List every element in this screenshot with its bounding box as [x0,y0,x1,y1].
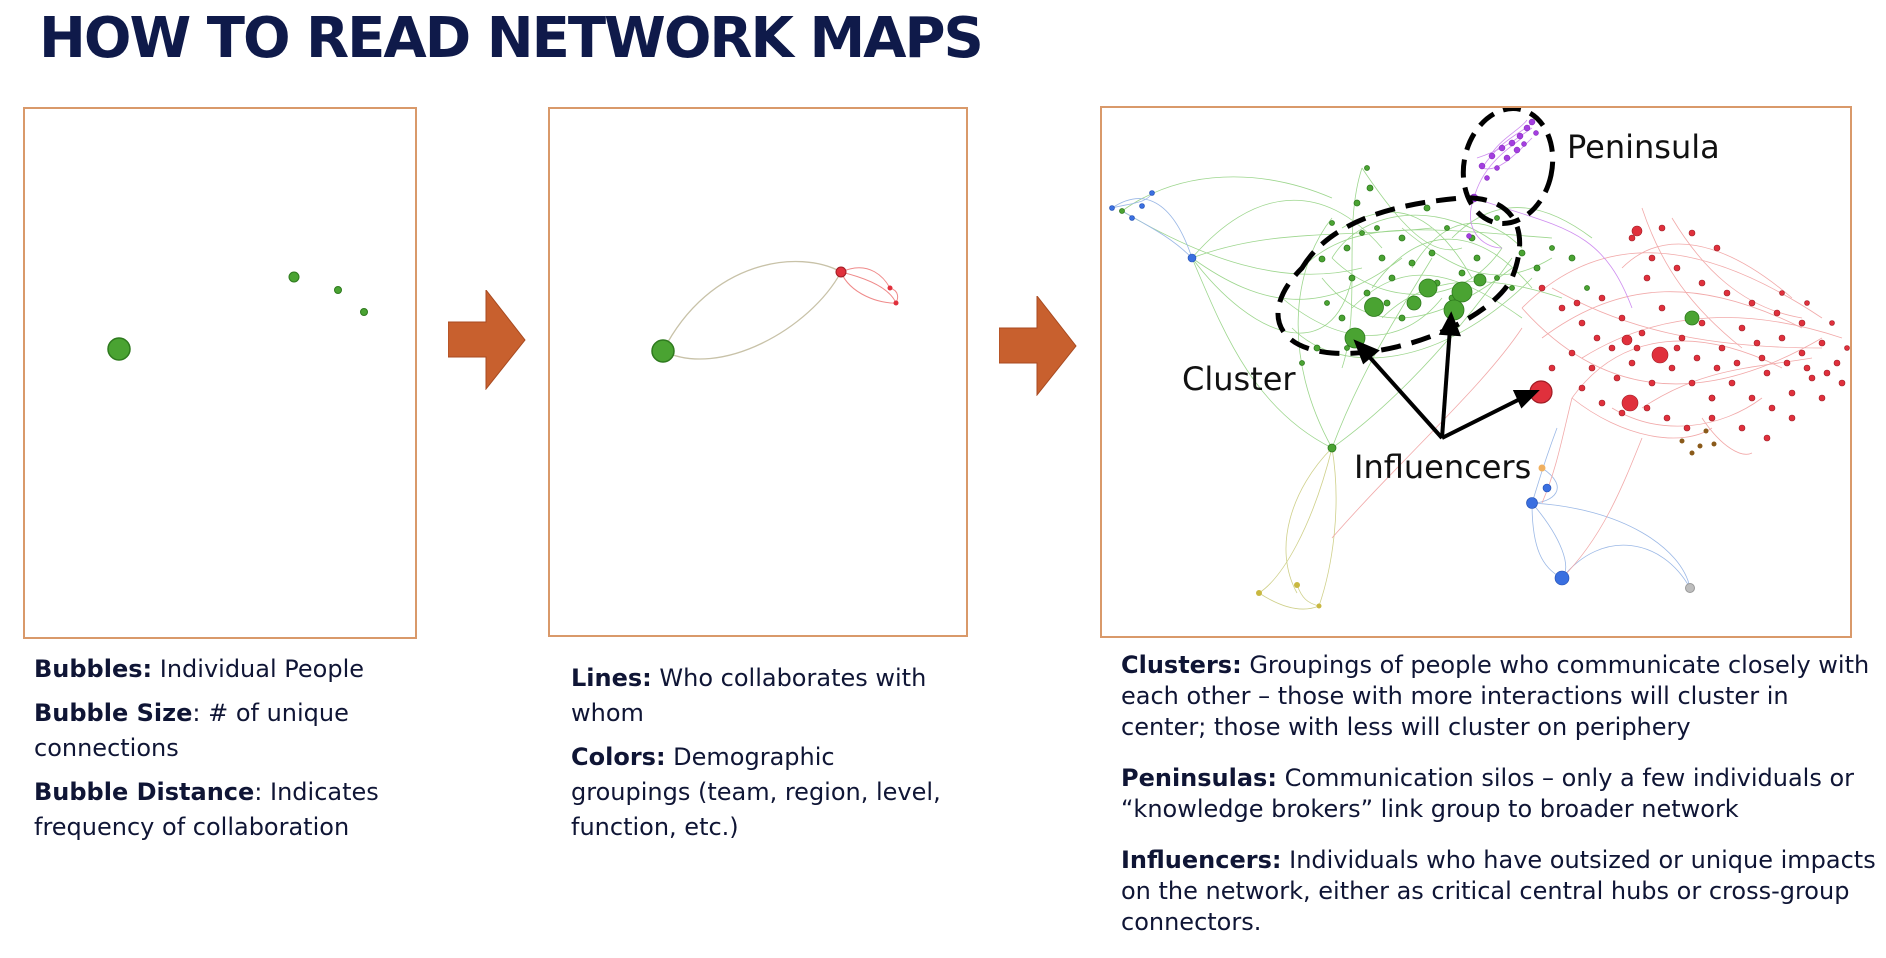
definition: : Indicates frequency of collaboration [34,778,379,841]
right-arrow-icon [448,290,526,390]
blue-node [1554,570,1570,586]
definition: Who collaborates with whom [571,664,927,727]
influencer-node [1451,281,1473,303]
term: Clusters: [1121,651,1242,679]
network-panel: Peninsula Cluster Influencers [1100,106,1852,638]
term: Lines: [571,664,652,692]
lines-diagram [651,260,899,363]
large-bubble [107,337,131,361]
term: Bubble Distance [34,778,255,806]
connection-line [662,271,842,360]
small-bubble [360,308,368,316]
cluster-label: Cluster [1182,360,1296,398]
term: Bubble Size [34,699,193,727]
definition: Groupings of people who communicate clos… [1121,651,1870,741]
right-arrow-icon [999,296,1077,396]
green-bubble [651,339,675,363]
term: Colors: [571,743,666,771]
small-bubble [288,271,300,283]
small-bubble [334,286,342,294]
bubbles-description: Bubbles: Individual People Bubble Size: … [34,652,394,854]
network-map [1109,108,1850,610]
red-bubble [835,266,847,278]
definition: Demographic groupings (team, region, lev… [571,743,941,841]
peninsula-outline [1460,108,1556,226]
definition: Communication silos – only a few individ… [1121,764,1855,823]
bubbles-diagram [107,271,368,361]
influencers-label: Influencers [1354,448,1532,486]
definition: Individuals who have outsized or unique … [1121,846,1876,936]
peninsula-label: Peninsula [1567,128,1720,166]
definition: : # of unique connections [34,699,349,762]
network-description: Clusters: Groupings of people who commun… [1121,650,1876,958]
influencer-node [1443,299,1465,321]
influencer-node [1364,297,1384,317]
definition: Individual People [152,655,364,683]
lines-panel [548,107,968,637]
term: Bubbles: [34,655,153,683]
cluster-outline [1275,195,1523,356]
page-title: HOW TO READ NETWORK MAPS [39,6,984,71]
bubbles-panel [23,107,417,639]
connection-line [662,260,842,352]
term: Peninsulas: [1121,764,1277,792]
lines-description: Lines: Who collaborates with whom Colors… [571,661,961,854]
term: Influencers: [1121,846,1282,874]
